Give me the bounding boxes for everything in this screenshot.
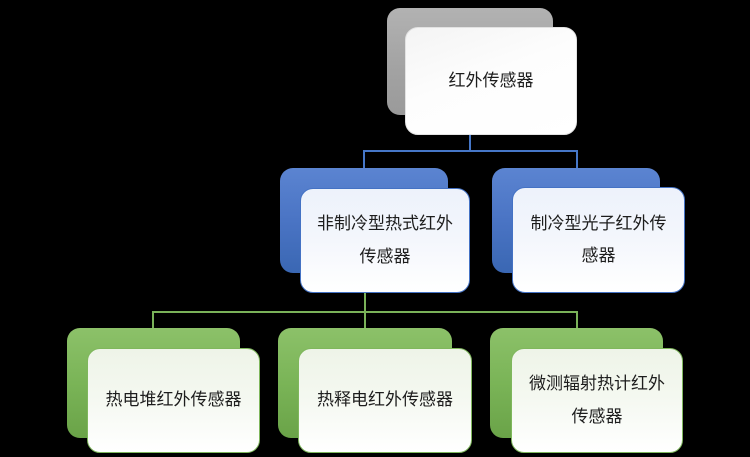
connector-level1-right-drop [576, 150, 578, 170]
node-cooled-photon-label: 制冷型光子红外传 感器 [530, 213, 667, 265]
node-microbolometer-label: 微测辐射热计红外 传感器 [529, 374, 665, 426]
connector-level1-horizontal [363, 150, 578, 152]
node-pyroelectric-label: 热释电红外传感器 [317, 390, 453, 410]
node-infrared-sensor-label: 红外传感器 [448, 70, 534, 90]
connector-level1-left-drop [363, 150, 365, 170]
node-uncooled-thermal-label: 非制冷型热式红外 传感器 [317, 214, 453, 266]
node-uncooled-thermal-infrared-sensor[interactable]: 非制冷型热式红外 传感器 [300, 188, 470, 293]
node-infrared-sensor[interactable]: 红外传感器 [405, 27, 577, 135]
node-microbolometer-infrared-sensor[interactable]: 微测辐射热计红外 传感器 [511, 348, 683, 453]
node-thermopile-label: 热电堆红外传感器 [105, 390, 242, 410]
connector-level2-right-drop [576, 311, 578, 329]
node-thermopile-infrared-sensor[interactable]: 热电堆红外传感器 [87, 348, 260, 453]
connector-level2-horizontal [152, 311, 578, 313]
connector-root-stem [469, 135, 471, 152]
node-cooled-photon-infrared-sensor[interactable]: 制冷型光子红外传 感器 [512, 187, 685, 293]
node-pyroelectric-infrared-sensor[interactable]: 热释电红外传感器 [298, 348, 472, 453]
connector-level2-left-drop [152, 311, 154, 329]
